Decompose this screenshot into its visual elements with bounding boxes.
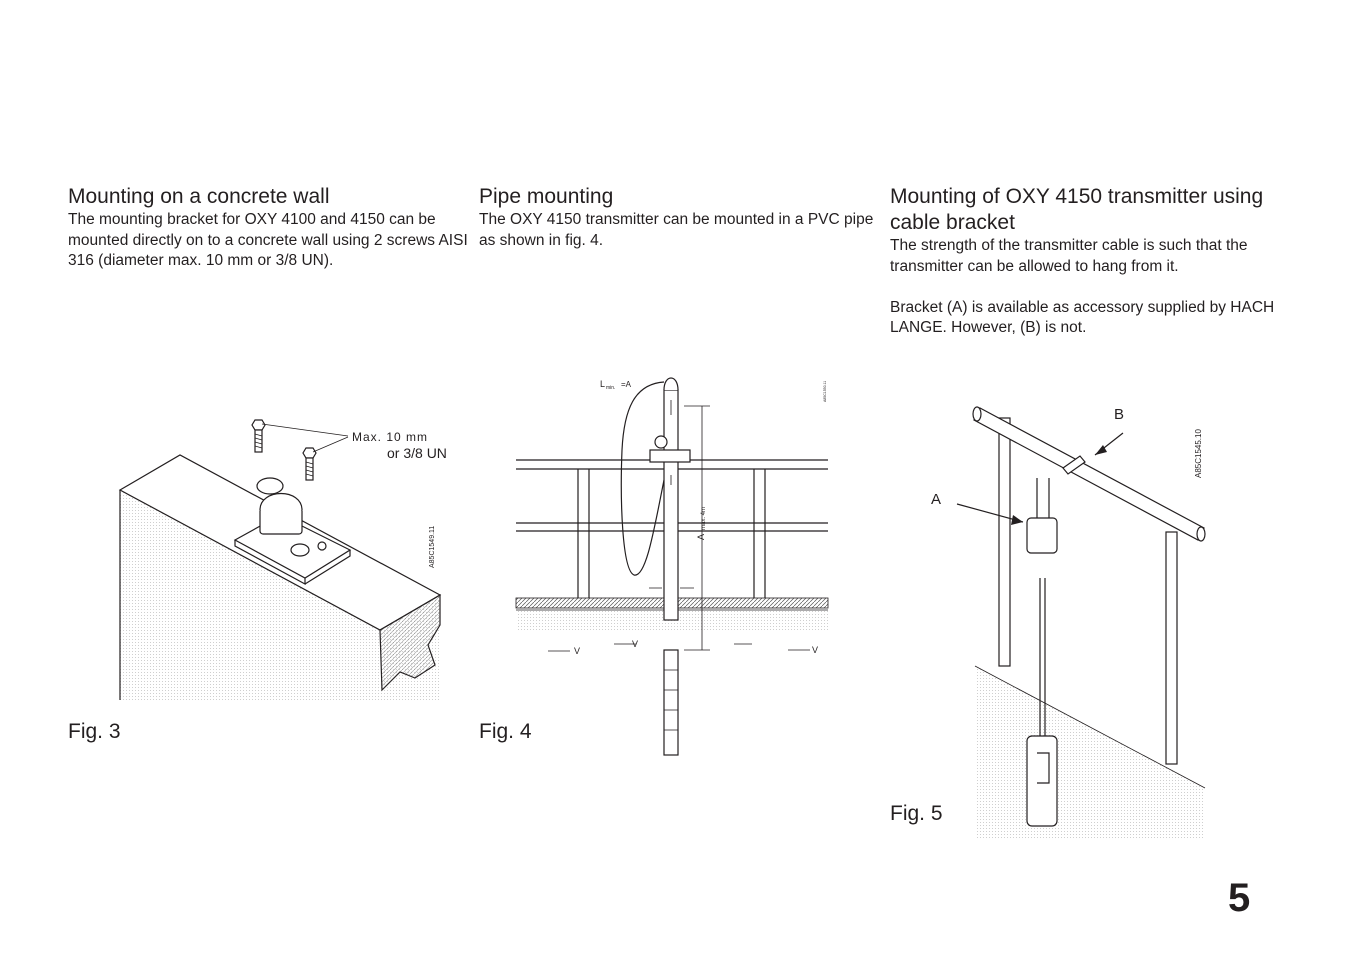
label-l-min: L	[600, 379, 605, 389]
drawing-code: A85C1549.11	[429, 526, 436, 568]
section-cable-bracket: Mounting of OXY 4150 transmitter using c…	[890, 184, 1290, 339]
mounting-bracket	[233, 477, 352, 586]
label-max-10mm: Max. 10 mm	[352, 430, 428, 444]
label-b: B	[1114, 406, 1124, 423]
section-paragraph: The mounting bracket for OXY 4100 and 41…	[68, 211, 468, 269]
section-paragraph: Bracket (A) is available as accessory su…	[890, 298, 1275, 337]
fig5-illustration: A B A85C1545.10	[931, 406, 1206, 838]
screw-right	[302, 447, 317, 481]
fig4-illustration: L min. =A A max. 4m V V V A85C1550.11	[515, 377, 829, 756]
drawing-code: A85C1550.11	[823, 381, 827, 402]
section-title: Mounting of OXY 4150 transmitter using c…	[890, 185, 1264, 234]
railing	[972, 406, 1206, 765]
fig3-illustration: Max. 10 mm or 3/8 UN A85C1549.11	[118, 419, 447, 700]
section-title: Mounting on a concrete wall	[68, 185, 330, 208]
fig3-caption: Fig. 3	[68, 720, 121, 743]
page-number: 5	[1228, 876, 1251, 920]
label-3-8-un: or 3/8 UN	[387, 445, 447, 461]
screw-left	[251, 419, 266, 453]
label-v-2: V	[632, 639, 638, 649]
drawing-code: A85C1545.10	[1194, 429, 1203, 478]
label-l-min-sub: min.	[606, 385, 615, 391]
fig4-caption: Fig. 4	[479, 720, 532, 743]
section-pipe-mounting: Pipe mounting The OXY 4150 transmitter c…	[479, 184, 879, 251]
label-v-1: V	[574, 646, 580, 656]
pvc-pipe	[649, 377, 691, 756]
label-a-max: max. 4m	[701, 507, 707, 530]
section-paragraph: The strength of the transmitter cable is…	[890, 237, 1248, 275]
label-a: A	[696, 534, 706, 540]
section-paragraph: The OXY 4150 transmitter can be mounted …	[479, 211, 874, 249]
label-l-eq: =A	[621, 380, 632, 389]
fig5-caption: Fig. 5	[890, 802, 943, 825]
section-concrete-wall: Mounting on a concrete wall The mounting…	[68, 184, 468, 272]
label-v-3: V	[812, 645, 818, 655]
label-a: A	[931, 491, 941, 508]
section-title: Pipe mounting	[479, 185, 614, 208]
